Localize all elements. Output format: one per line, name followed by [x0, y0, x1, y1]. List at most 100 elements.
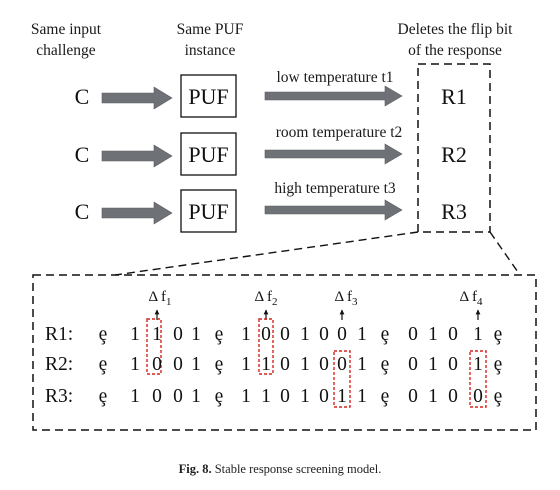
bit-symbol: 1 — [337, 386, 347, 407]
condition-label: low temperature t1 — [276, 69, 393, 86]
condition-label: room temperature t2 — [276, 124, 403, 141]
bit-symbol: 1 — [130, 386, 140, 407]
bit-symbol: 0 — [280, 324, 290, 345]
flip-bit-box-3 — [333, 350, 351, 408]
bit-symbol: ȩ — [215, 354, 224, 375]
bit-symbol: ȩ — [215, 324, 224, 345]
challenge-label: C — [75, 142, 90, 167]
bit-symbol: ȩ — [99, 354, 108, 375]
response-dashed-box — [417, 63, 491, 233]
delta-f3-label: Δ f3 — [334, 289, 358, 308]
bit-symbol: ȩ — [494, 354, 503, 375]
condition-arrow — [264, 143, 403, 165]
bit-symbol: 0 — [261, 324, 271, 345]
response-label: R3 — [441, 199, 467, 224]
response-label: R2 — [441, 142, 467, 167]
puf-box — [180, 189, 237, 233]
response-label: R1 — [441, 84, 467, 109]
bit-symbol: 1 — [241, 386, 251, 407]
bit-symbol: 0 — [448, 386, 458, 407]
flip-bit-box-2 — [258, 318, 274, 375]
bit-symbol: 1 — [261, 354, 271, 375]
zoom-connector-left — [114, 231, 419, 276]
figure-caption: Fig. 8. Stable response screening model. — [179, 462, 382, 476]
bit-symbol: 1 — [300, 354, 310, 375]
detail-dashed-box — [32, 274, 537, 431]
bit-symbol: 1 — [261, 386, 271, 407]
response-header-line1: Deletes the flip bit — [398, 21, 514, 38]
bit-symbol: 0 — [473, 386, 483, 407]
delta-f2-label: Δ f2 — [254, 289, 277, 308]
bit-symbol: 0 — [280, 354, 290, 375]
bit-symbol: 0 — [448, 354, 458, 375]
instance-header-line1: Same PUF — [177, 21, 244, 38]
delta-f4-label: Δ f4 — [459, 289, 483, 308]
bit-symbol: 0 — [173, 324, 183, 345]
bit-symbol: ȩ — [99, 386, 108, 407]
bit-symbol: 1 — [241, 324, 251, 345]
bit-symbol: 0 — [408, 324, 418, 345]
bit-symbol: ȩ — [381, 324, 390, 345]
challenge-label: C — [75, 199, 90, 224]
challenge-arrow — [101, 144, 173, 168]
bit-symbol: 1 — [300, 386, 310, 407]
puf-label: PUF — [188, 84, 228, 109]
bit-symbol: 1 — [130, 324, 140, 345]
condition-label: high temperature t3 — [274, 180, 396, 197]
bit-symbol: 1 — [241, 354, 251, 375]
bit-symbol: 0 — [337, 324, 347, 345]
bit-symbol: 0 — [319, 386, 329, 407]
bit-row-label: R2: — [45, 354, 73, 375]
bit-symbol: ȩ — [494, 324, 503, 345]
bit-symbol: 0 — [408, 386, 418, 407]
delta-f1-label: Δ f1 — [148, 289, 171, 308]
zoom-connector-right — [489, 231, 521, 276]
bit-symbol: ȩ — [99, 324, 108, 345]
challenge-arrow — [101, 86, 173, 110]
bit-symbol: 1 — [191, 354, 201, 375]
flip-bit-box-1 — [146, 318, 162, 375]
challenge-label: C — [75, 84, 90, 109]
bit-symbol: ȩ — [381, 354, 390, 375]
bit-symbol: 1 — [357, 354, 367, 375]
challenge-header-line1: Same input — [31, 21, 102, 38]
instance-header-line2: instance — [185, 42, 236, 59]
bit-symbol: 1 — [300, 324, 310, 345]
bit-symbol: 0 — [152, 354, 162, 375]
flip-bit-box-4 — [469, 350, 487, 408]
puf-box — [180, 74, 237, 118]
bit-symbol: 0 — [448, 324, 458, 345]
puf-label: PUF — [188, 199, 228, 224]
flow-row-3: C PUF high temperature t3 R3 — [75, 180, 467, 233]
challenge-header-line2: challenge — [36, 42, 96, 59]
bit-symbol: 1 — [473, 354, 483, 375]
puf-label: PUF — [188, 142, 228, 167]
bit-symbol: ȩ — [494, 386, 503, 407]
bit-symbol: 1 — [357, 386, 367, 407]
bit-symbol: 0 — [280, 386, 290, 407]
challenge-arrow — [101, 201, 173, 225]
puf-box — [180, 132, 237, 176]
bit-symbol: 1 — [130, 354, 140, 375]
bit-symbol: 0 — [337, 354, 347, 375]
condition-arrow — [264, 85, 403, 107]
bit-symbol: ȩ — [215, 386, 224, 407]
bit-symbol: 1 — [357, 324, 367, 345]
bit-row-label: R1: — [45, 324, 73, 345]
bit-symbol: 0 — [173, 354, 183, 375]
response-header-line2: of the response — [408, 42, 502, 59]
bit-symbol: 0 — [408, 354, 418, 375]
bit-symbol: 1 — [473, 324, 483, 345]
bit-symbol: 1 — [428, 324, 438, 345]
bit-symbol: 1 — [191, 386, 201, 407]
bit-symbol: 1 — [428, 354, 438, 375]
bit-symbol: 1 — [191, 324, 201, 345]
